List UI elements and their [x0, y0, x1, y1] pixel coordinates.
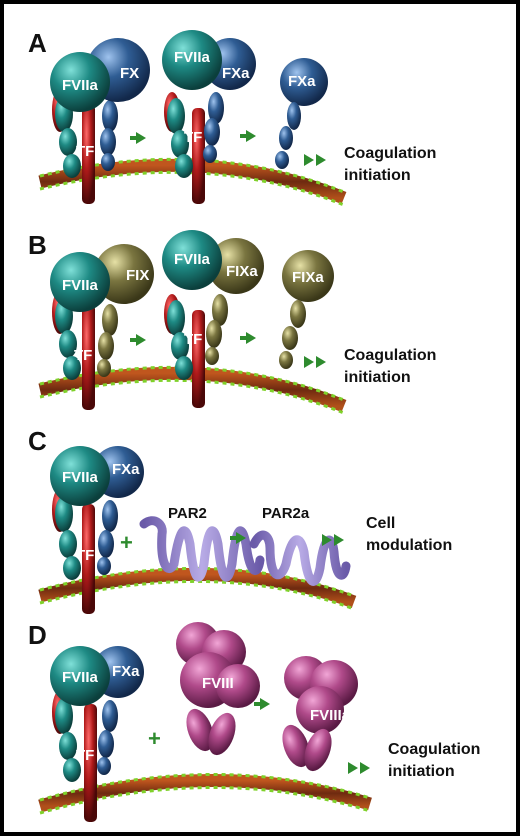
tf-fviia-fxa-complex: FVIIa FXa TF: [50, 646, 144, 822]
panel-letter: C: [28, 426, 47, 456]
fxa-label: FXa: [112, 663, 140, 680]
tf-stalk: [82, 104, 95, 204]
double-arrow: [322, 534, 344, 546]
outcome-line-2: initiation: [388, 763, 455, 780]
free-fixa: FIXa: [279, 250, 334, 369]
fviiia-label: FVIIIa: [310, 707, 351, 724]
par2-receptor: PAR2: [139, 505, 265, 582]
outcome-line-2: modulation: [366, 537, 452, 554]
tf-fviia-fx-complex: FVIIa FX TF: [50, 38, 150, 204]
double-arrow: [304, 356, 326, 368]
arrow: [254, 698, 270, 710]
tf-fviia-fxa-complex: FVIIa FXa TF: [162, 30, 256, 204]
coagulation-diagram: A FVIIa FX TF: [28, 28, 480, 822]
panel-letter: A: [28, 28, 47, 58]
fviia-label: FVIIa: [174, 251, 211, 268]
panel-c: C FVIIa FXa TF + PAR2: [28, 426, 452, 614]
panel-d: D FVIIa FXa TF +: [28, 620, 480, 822]
fviia-label: FVIIa: [62, 77, 99, 94]
tf-fviia-fxa-complex: FVIIa FXa TF: [50, 446, 144, 614]
tf-label: TF: [76, 143, 94, 160]
tf-label: TF: [76, 547, 94, 564]
fviia-label: FVIIa: [62, 277, 99, 294]
arrow: [240, 332, 256, 344]
fxa-label: FXa: [288, 73, 316, 90]
fixa-label: FIXa: [292, 269, 324, 286]
panel-letter: B: [28, 230, 47, 260]
arrow: [240, 130, 256, 142]
fviii-label: FVIII: [202, 675, 234, 692]
fviiia-cofactor: FVIIIa: [282, 656, 358, 772]
figure-frame: A FVIIa FX TF: [4, 4, 516, 832]
outcome-line-1: Coagulation: [344, 347, 436, 364]
fix-label: FIX: [126, 267, 149, 284]
outcome-line-2: initiation: [344, 167, 411, 184]
tf-label: TF: [184, 129, 202, 146]
outcome-line-1: Coagulation: [388, 741, 480, 758]
panel-b: B FVIIa FIX TF: [28, 230, 436, 415]
outcome-line-2: initiation: [344, 369, 411, 386]
tf-label: TF: [76, 747, 94, 764]
fxa-label: FXa: [222, 65, 250, 82]
tf-label: TF: [184, 331, 202, 348]
fviia-label: FVIIa: [174, 49, 211, 66]
fixa-label: FIXa: [226, 263, 258, 280]
arrow: [130, 334, 146, 346]
fviia-domain: [50, 52, 110, 112]
double-arrow: [348, 762, 370, 774]
panel-letter: D: [28, 620, 47, 650]
arrow: [130, 132, 146, 144]
outcome-line-1: Cell: [366, 515, 395, 532]
tf-label: TF: [74, 347, 92, 364]
par2a-receptor: PAR2a: [249, 505, 351, 586]
plus-sign: +: [148, 726, 161, 751]
fviia-label: FVIIa: [62, 469, 99, 486]
panel-a: A FVIIa FX TF: [28, 28, 436, 207]
par2-label: PAR2: [168, 505, 207, 522]
fx-label: FX: [120, 65, 139, 82]
plus-sign: +: [120, 530, 133, 555]
fxa-label: FXa: [112, 461, 140, 478]
fviii-cofactor: FVIII: [176, 622, 260, 756]
arrow: [230, 532, 246, 544]
free-fxa: FXa: [275, 58, 328, 169]
double-arrow: [304, 154, 326, 166]
par2a-label: PAR2a: [262, 505, 310, 522]
tf-fviia-fixa-complex: FVIIa FIXa TF: [162, 230, 264, 408]
outcome-line-1: Coagulation: [344, 145, 436, 162]
tf-fviia-fix-complex: FVIIa FIX TF: [50, 244, 154, 410]
fviia-label: FVIIa: [62, 669, 99, 686]
